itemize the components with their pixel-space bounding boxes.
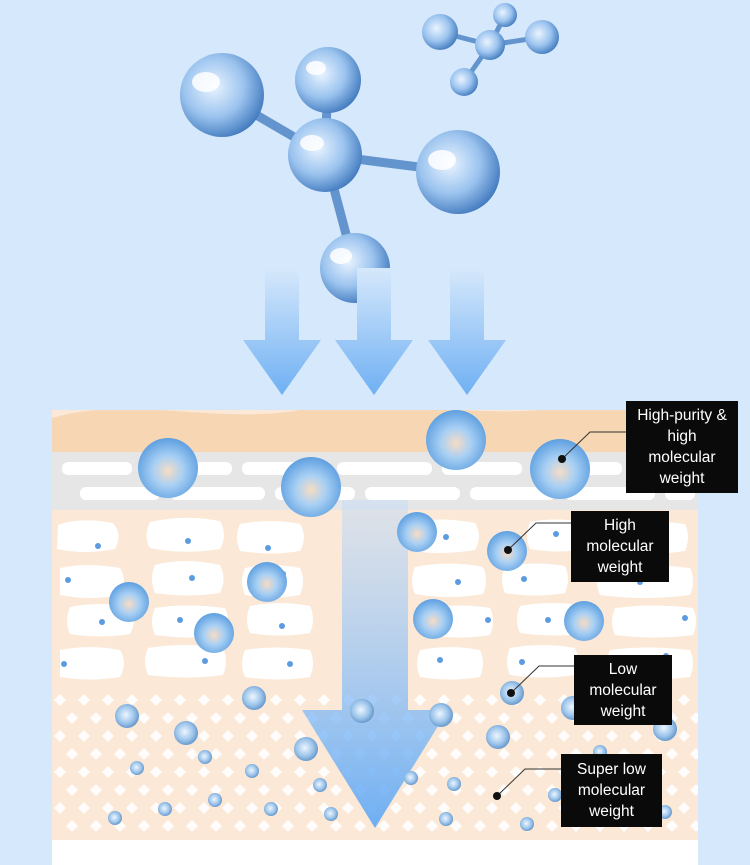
label-high-molecular-weight: High molecular weight — [571, 511, 669, 582]
high-molecular-weight-molecules — [109, 512, 604, 653]
small-molecule-illustration — [422, 3, 559, 96]
label-super-low-molecular-weight: Super low molecular weight — [561, 754, 662, 827]
label-low-molecular-weight: Low molecular weight — [574, 655, 672, 725]
super-low-molecular-weight-molecules — [108, 745, 672, 831]
deep-penetration-arrow — [302, 500, 448, 828]
penetration-arrows — [243, 268, 506, 395]
skin-surface-layer — [52, 410, 698, 452]
large-molecule-illustration — [180, 47, 500, 303]
pointer-dots — [493, 455, 566, 800]
high-purity-molecules — [138, 410, 590, 517]
label-high-purity-high-molecular-weight: High-purity & high molecular weight — [626, 401, 738, 493]
label-pointers — [496, 431, 626, 797]
